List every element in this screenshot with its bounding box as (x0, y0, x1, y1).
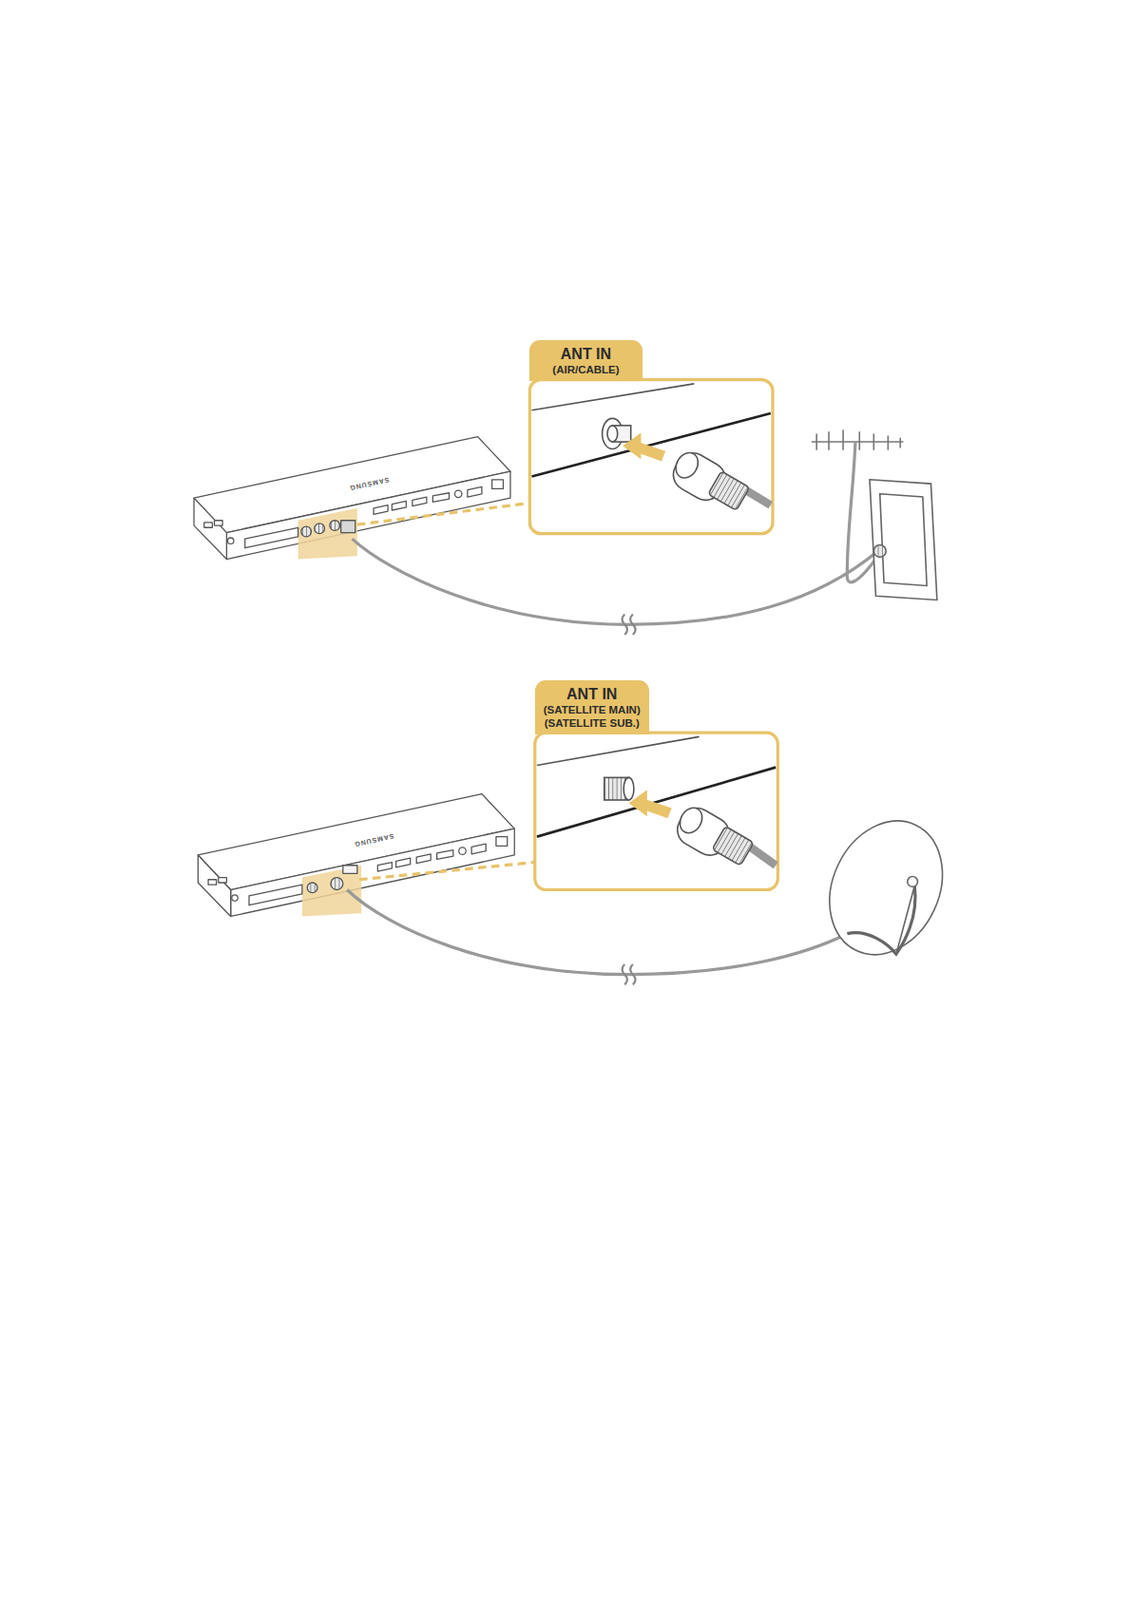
port-subtitle: (SATELLITE SUB.) (542, 716, 642, 730)
satellite-dish (808, 803, 964, 975)
cable-break (622, 964, 636, 985)
coax-cable (352, 538, 879, 625)
callout-tab: ANT IN(AIR/CABLE) (529, 340, 642, 382)
port-subtitle: (SATELLITE MAIN) (542, 703, 642, 717)
cable-break (622, 614, 636, 635)
coax-cable (346, 890, 847, 976)
port-name: ANT IN (537, 345, 634, 364)
callout-leader (359, 863, 536, 881)
callout-box (535, 732, 779, 890)
callout-leader (357, 502, 530, 525)
callout-tab: ANT IN(SATELLITE MAIN)(SATELLITE SUB.) (535, 680, 650, 735)
port-subtitle: (AIR/CABLE) (537, 363, 634, 377)
callout-box (529, 380, 773, 535)
port-name: ANT IN (542, 686, 642, 704)
wall-outlet (869, 479, 938, 601)
